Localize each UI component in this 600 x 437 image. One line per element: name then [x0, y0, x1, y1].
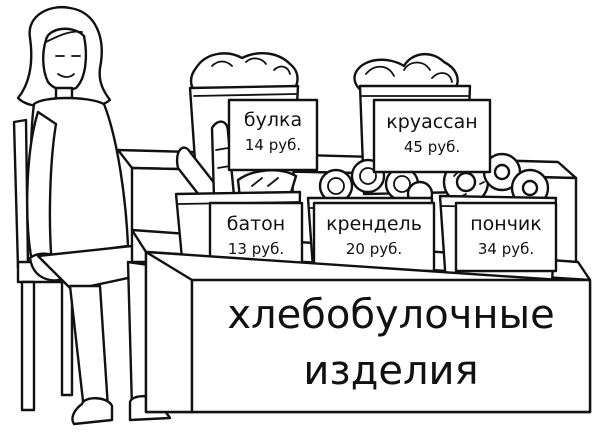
product-price: 20 руб. [346, 240, 402, 258]
price-sign-baton: батон 13 руб. [208, 201, 304, 273]
price-sign-kruassan: круассан 45 руб. [372, 98, 492, 174]
product-name: батон [227, 213, 285, 235]
price-sign-ponchik: пончик 34 руб. [454, 201, 558, 273]
counter: хлебобулочные изделия [144, 250, 592, 414]
product-price: 45 руб. [404, 138, 460, 156]
product-price: 34 руб. [478, 240, 534, 258]
product-price: 14 руб. [245, 136, 301, 154]
product-price: 13 руб. [228, 240, 284, 258]
product-name: крендель [326, 213, 422, 235]
counter-label-line2: изделия [303, 348, 478, 394]
product-name: круассан [386, 111, 477, 133]
price-sign-bulka: булка 14 руб. [227, 98, 319, 172]
counter-label-line1: хлебобулочные [227, 292, 554, 338]
price-sign-krendel: крендель 20 руб. [312, 201, 436, 273]
seated-woman [12, 5, 172, 426]
product-name: пончик [470, 213, 542, 235]
product-name: булка [244, 109, 302, 131]
